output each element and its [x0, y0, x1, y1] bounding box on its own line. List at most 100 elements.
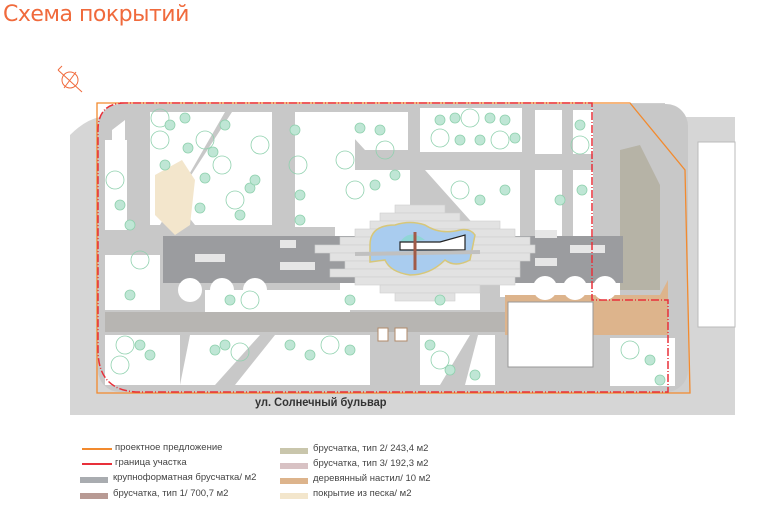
north-arrow-icon	[57, 65, 83, 93]
page-title: Схема покрытий	[3, 2, 189, 27]
tree-icon	[130, 250, 150, 270]
tree-icon	[474, 194, 486, 206]
tree-icon	[124, 289, 136, 301]
tree-icon	[434, 294, 446, 306]
tree-icon	[354, 122, 366, 134]
tree-icon	[219, 339, 231, 351]
tree-icon	[374, 124, 386, 136]
tree-icon	[110, 355, 130, 375]
tree-icon	[234, 209, 246, 221]
tree-icon	[179, 112, 191, 124]
tree-icon	[484, 112, 496, 124]
tree-icon	[114, 199, 126, 211]
tree-icon	[288, 155, 308, 175]
tree-icon	[150, 108, 170, 128]
legend-label: граница участка	[115, 457, 187, 468]
legend-label: деревянный настил/ 10 м2	[313, 473, 431, 484]
legend-label: брусчатка, тип 1/ 700,7 м2	[113, 488, 229, 499]
legend-swatch	[280, 463, 308, 469]
tree-icon	[424, 339, 436, 351]
tree-icon	[490, 130, 510, 150]
tree-icon	[499, 184, 511, 196]
tree-icon	[224, 294, 236, 306]
tree-icon	[344, 294, 356, 306]
legend-label: крупноформатная брусчатка/ м2	[113, 472, 257, 483]
tree-icon	[576, 184, 588, 196]
tree-icon	[469, 369, 481, 381]
tree-icon	[444, 364, 456, 376]
tree-icon	[345, 180, 365, 200]
tree-icon	[249, 174, 261, 186]
legend-label: брусчатка, тип 2/ 243,4 м2	[313, 443, 429, 454]
tree-icon	[164, 119, 176, 131]
tree-icon	[115, 335, 135, 355]
tree-icon	[430, 128, 450, 148]
tree-icon	[574, 119, 586, 131]
legend-swatch	[280, 448, 308, 454]
trees	[105, 108, 666, 386]
tree-icon	[369, 179, 381, 191]
legend-label: брусчатка, тип 3/ 192,3 м2	[313, 458, 429, 469]
tree-icon	[474, 134, 486, 146]
tree-icon	[344, 344, 356, 356]
tree-icon	[320, 335, 340, 355]
tree-icon	[620, 340, 640, 360]
tree-icon	[199, 172, 211, 184]
legend-swatch	[280, 478, 308, 484]
tree-icon	[209, 344, 221, 356]
tree-icon	[389, 169, 401, 181]
tree-icon	[230, 342, 250, 362]
tree-icon	[250, 135, 270, 155]
tree-icon	[499, 114, 511, 126]
tree-icon	[182, 142, 194, 154]
tree-icon	[194, 202, 206, 214]
tree-icon	[509, 132, 521, 144]
tree-icon	[244, 182, 256, 194]
building	[507, 301, 594, 368]
site-boundary-line	[97, 102, 669, 393]
legend-swatch	[80, 493, 108, 499]
tree-icon	[105, 170, 125, 190]
tree-icon	[304, 349, 316, 361]
lower-walkway	[105, 312, 505, 332]
legend-label: проектное предложение	[115, 442, 223, 453]
tree-icon	[212, 155, 232, 175]
tree-icon	[159, 159, 171, 171]
tree-icon	[289, 124, 301, 136]
tree-icon	[219, 119, 231, 131]
tree-icon	[460, 108, 480, 128]
tree-icon	[570, 135, 590, 155]
tree-icon	[335, 150, 355, 170]
neighbour-building	[697, 141, 736, 328]
fountain	[354, 221, 481, 276]
tree-icon	[449, 112, 461, 124]
legend-project-line	[82, 448, 112, 450]
sand-area	[155, 160, 195, 235]
site-plan-map	[57, 65, 736, 415]
plaza-benches	[195, 230, 605, 270]
tree-icon	[434, 114, 446, 126]
tree-icon	[240, 290, 260, 310]
tree-icon	[150, 130, 170, 150]
tree-icon	[294, 214, 306, 226]
street-label: ул. Солнечный бульвар	[255, 395, 387, 409]
tree-icon	[195, 130, 215, 150]
tree-icon	[225, 190, 245, 210]
legend-label: покрытие из песка/ м2	[313, 488, 412, 499]
paving-type-2	[620, 145, 660, 290]
tree-icon	[654, 374, 666, 386]
tree-icon	[554, 194, 566, 206]
tree-icon	[144, 349, 156, 361]
legend-swatch	[280, 493, 308, 499]
tree-icon	[450, 180, 470, 200]
legend-boundary-line	[82, 463, 112, 465]
tree-icon	[207, 146, 219, 158]
tree-icon	[134, 339, 146, 351]
tree-icon	[430, 350, 450, 370]
tree-icon	[644, 354, 656, 366]
tree-icon	[284, 339, 296, 351]
legend-swatch	[80, 477, 108, 483]
tree-icon	[124, 219, 136, 231]
tree-icon	[294, 189, 306, 201]
plaza-arches	[178, 276, 617, 302]
